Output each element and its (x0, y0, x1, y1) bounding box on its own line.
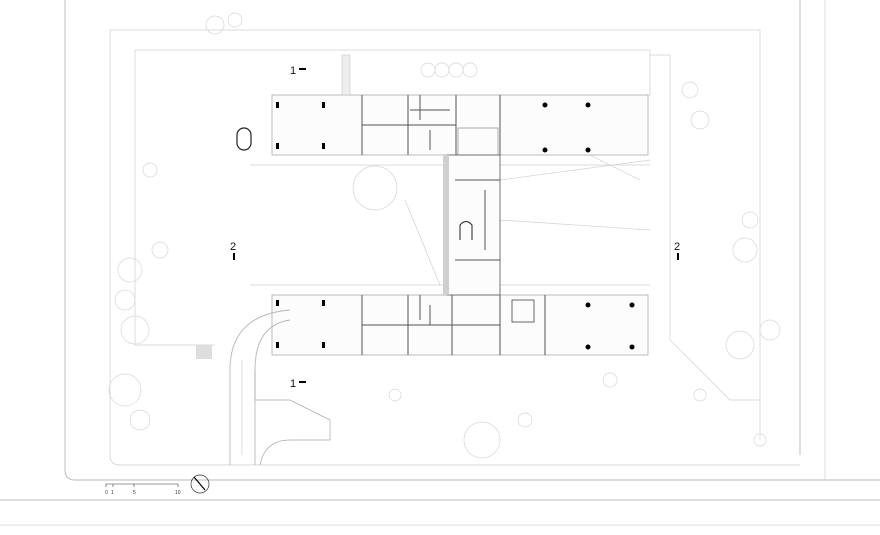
section-marker-2-left: 2 (230, 241, 236, 260)
section-marker-1-top: 1 (290, 65, 306, 77)
svg-text:2: 2 (230, 241, 236, 253)
svg-text:1: 1 (290, 378, 296, 390)
north-arrow-icon (190, 474, 210, 494)
svg-text:10: 10 (175, 490, 181, 496)
columns (276, 102, 635, 350)
driveway-ramp (229, 127, 331, 466)
svg-text:0: 0 (105, 490, 108, 496)
north-building-wing (271, 54, 649, 156)
svg-text:2: 2 (674, 241, 680, 253)
south-building-wing (271, 294, 649, 356)
section-marker-1-bottom: 1 (290, 378, 306, 390)
scale-bar: 0 1 5 10 (105, 483, 181, 496)
central-core (404, 154, 501, 296)
svg-text:1: 1 (290, 65, 296, 77)
section-marker-2-right: 2 (674, 241, 680, 260)
svg-text:1: 1 (111, 490, 114, 496)
trees (108, 12, 781, 459)
svg-text:5: 5 (133, 490, 136, 496)
